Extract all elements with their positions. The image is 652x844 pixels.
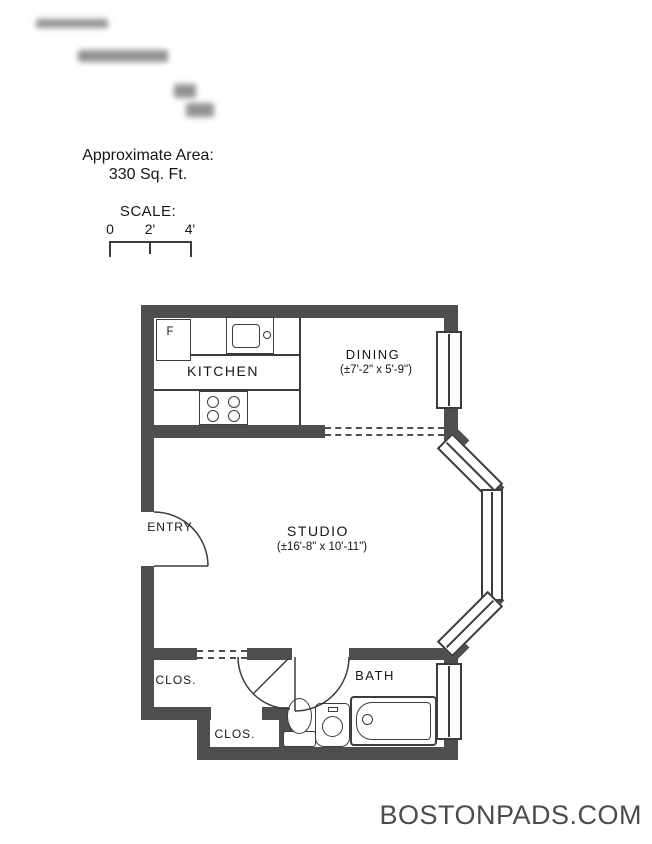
wall-bottom <box>197 747 458 760</box>
window-dining <box>436 331 462 409</box>
wall-top <box>141 305 458 318</box>
bath-label: BATH <box>355 668 395 683</box>
bay-window-lower <box>436 590 504 658</box>
fridge-label: F <box>166 326 174 338</box>
window-pane-line <box>445 599 495 649</box>
wall-left-upper <box>141 305 154 512</box>
window-pane-line <box>448 334 450 406</box>
dining-label: DINING <box>345 347 401 362</box>
opening-dining-studio <box>325 427 444 436</box>
bathtub <box>350 696 437 746</box>
approx-area-label: Approximate Area: <box>82 147 214 164</box>
closet1-label: CLOS. <box>155 673 197 687</box>
bathtub-inner <box>356 702 431 740</box>
kitchen-sink <box>226 317 274 354</box>
scale-label: SCALE: <box>119 203 177 220</box>
bay-window-center <box>481 489 503 601</box>
wall-closet1-bottom <box>141 707 211 720</box>
dining-dimensions: (±7'-2" x 5'-9") <box>340 364 412 376</box>
stove <box>199 391 248 425</box>
kitchen-sink-faucet <box>263 331 271 339</box>
bath-sink-tap <box>328 707 338 712</box>
wall-bath-divider-a <box>141 648 197 660</box>
redacted-text-4 <box>186 103 214 117</box>
approx-area-value: 330 Sq. Ft. <box>108 166 188 183</box>
kitchen-counter-vertical <box>299 318 301 425</box>
stove-burner <box>207 410 219 422</box>
wall-right-top <box>444 305 458 333</box>
closet-door-leaf <box>252 656 291 695</box>
toilet-bowl <box>287 698 312 734</box>
scale-bar-tick-left <box>109 241 111 257</box>
fridge <box>156 319 191 361</box>
stove-burner <box>228 410 240 422</box>
kitchen-label: KITCHEN <box>187 363 259 379</box>
entry-label: ENTRY <box>147 520 193 534</box>
window-pane-line <box>445 441 495 491</box>
bath-sink <box>315 703 350 747</box>
studio-label: STUDIO <box>287 523 349 539</box>
scale-tick-label-4: 4' <box>184 221 196 237</box>
closet2-label: CLOS. <box>214 727 256 741</box>
window-pane-line <box>491 492 493 598</box>
watermark: BOSTONPADS.COM <box>379 800 642 830</box>
wall-right-bottom <box>444 738 458 760</box>
scale-bar-tick-mid <box>149 241 151 254</box>
wall-closet2-left <box>197 707 210 760</box>
window-bath <box>436 663 462 740</box>
wall-left-lower <box>141 566 154 720</box>
scale-tick-label-2: 2' <box>144 221 156 237</box>
redacted-text-1 <box>36 19 108 28</box>
kitchen-counter-lower <box>154 389 300 391</box>
studio-dimensions: (±16'-8" x 10'-11") <box>276 541 368 553</box>
stove-burner <box>207 396 219 408</box>
redacted-text-3 <box>174 84 196 98</box>
kitchen-sink-basin <box>232 324 260 348</box>
redacted-text-2 <box>78 50 168 62</box>
scale-tick-label-0: 0 <box>106 221 114 237</box>
wall-bath-divider-c <box>349 648 444 660</box>
closet-door-arc <box>237 656 291 710</box>
window-pane-line <box>448 666 450 737</box>
bath-sink-bowl <box>322 716 343 737</box>
wall-kitchen-divider <box>141 425 325 438</box>
bathtub-drain <box>362 714 373 725</box>
scale-bar-tick-right <box>190 241 192 257</box>
wall-bath-divider-b <box>247 648 292 660</box>
kitchen-counter-upper <box>190 354 300 356</box>
stove-burner <box>228 396 240 408</box>
opening-closet <box>197 650 247 659</box>
